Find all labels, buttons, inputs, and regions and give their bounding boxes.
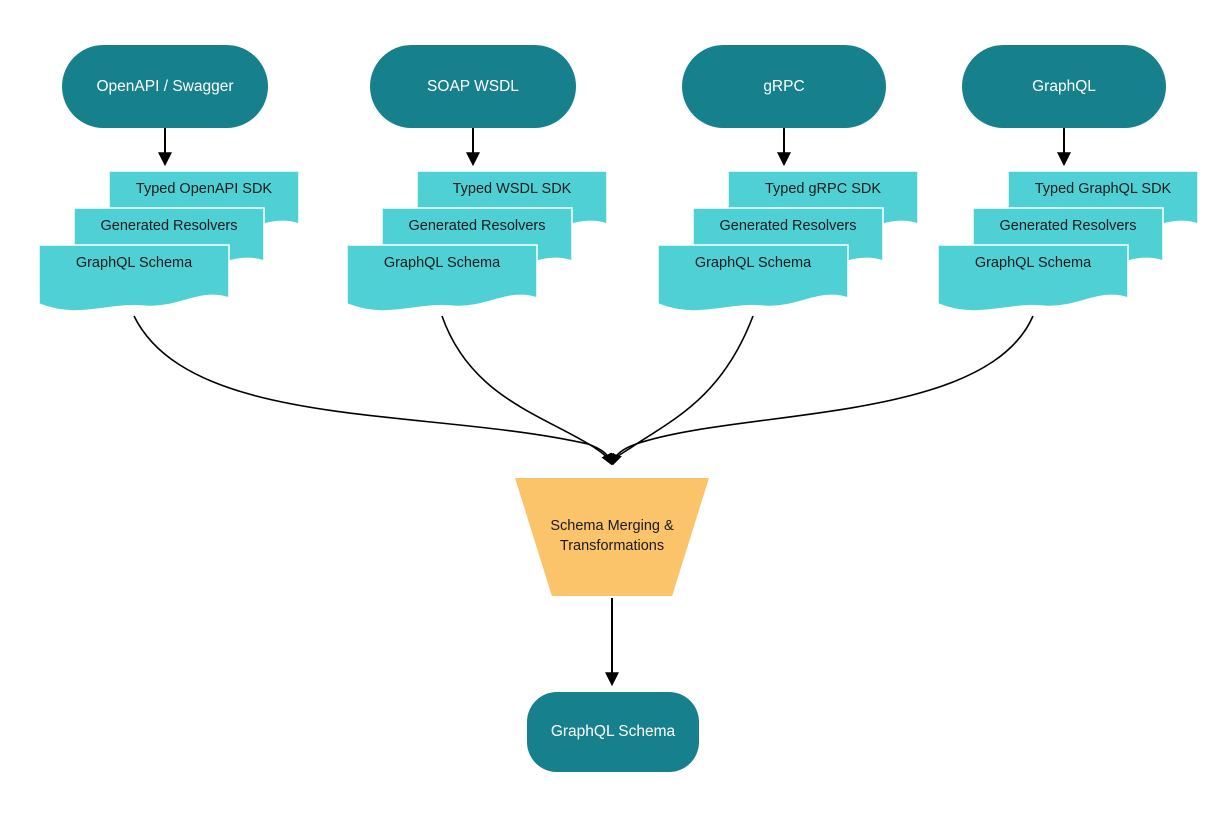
source-label: gRPC [763,77,805,95]
document-shape [38,244,230,312]
source-label: SOAP WSDL [427,77,519,95]
source-node-openapi: OpenAPI / Swagger [62,45,268,128]
doc-label: GraphQL Schema [694,255,812,271]
source-node-grpc: gRPC [682,45,886,128]
curve-graphql-to-merge [609,315,1034,466]
document-shape [346,244,538,312]
doc-label: Generated Resolvers [408,218,546,234]
doc-label: Generated Resolvers [999,218,1137,234]
curve-grpc-to-merge [611,315,754,466]
doc-graphql-schema-3: GraphQL Schema [657,244,849,322]
source-node-soap: SOAP WSDL [370,45,576,128]
merge-node: Schema Merging & Transformations [515,478,709,596]
doc-label: Typed gRPC SDK [764,181,882,197]
document-shape [657,244,849,312]
doc-label: Generated Resolvers [719,218,857,234]
output-node-graphql-schema: GraphQL Schema [527,692,699,772]
source-label: GraphQL [1032,77,1096,95]
curve-openapi-to-merge [133,315,615,466]
doc-label: GraphQL Schema [974,255,1092,271]
doc-label: Generated Resolvers [100,218,238,234]
doc-graphql-schema-1: GraphQL Schema [38,244,230,322]
doc-label: Typed GraphQL SDK [1034,181,1172,197]
doc-label: Typed WSDL SDK [452,181,572,197]
curve-soap-to-merge [441,315,612,466]
doc-label: GraphQL Schema [75,255,193,271]
merge-label: Schema Merging & Transformations [550,518,674,554]
doc-label: GraphQL Schema [383,255,501,271]
doc-graphql-schema-2: GraphQL Schema [346,244,538,322]
doc-graphql-schema-4: GraphQL Schema [937,244,1129,322]
output-label: GraphQL Schema [550,723,676,740]
doc-label: Typed OpenAPI SDK [135,181,273,197]
source-node-graphql: GraphQL [962,45,1166,128]
document-shape [937,244,1129,312]
source-label: OpenAPI / Swagger [96,77,234,95]
